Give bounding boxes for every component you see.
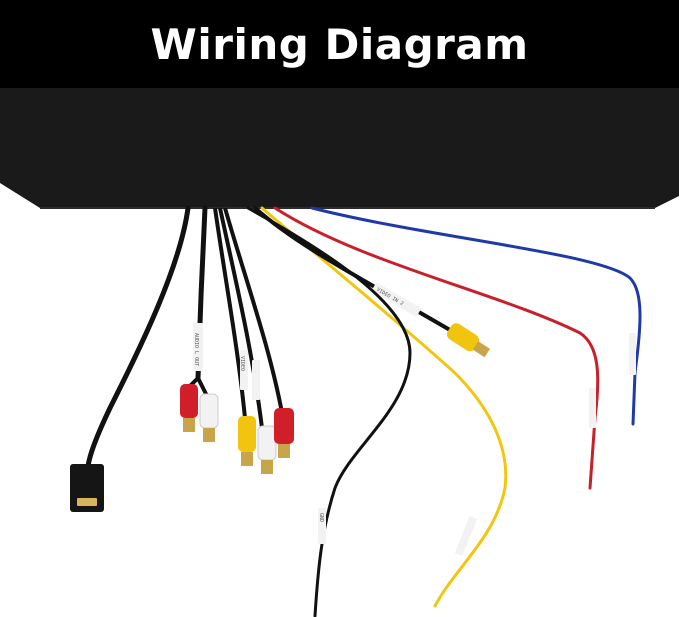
- yellow-rca-connector-video-in-2: [446, 323, 491, 358]
- av-label-1: [240, 350, 248, 390]
- audio-out-label: [193, 323, 203, 371]
- video-in-2-label: VIDEO IN 2: [371, 282, 422, 317]
- gnd-text: GND: [318, 513, 324, 522]
- white-rca-av: [257, 425, 277, 474]
- usb-port: [77, 498, 97, 506]
- white-rca-audio-out: [199, 393, 219, 442]
- av-cable-1: [213, 207, 247, 419]
- audio-l-out-text: AUDIO L OUT: [193, 333, 199, 366]
- gnd-wire-label: [318, 508, 326, 544]
- av-label-2: [252, 360, 260, 400]
- wiring-photo: VIDEO IN 2: [0, 88, 679, 617]
- blue-wire: [310, 206, 642, 426]
- red-wire: [273, 206, 600, 490]
- monitor-housing: [0, 88, 679, 208]
- yellow-wire: [260, 206, 508, 608]
- red-rca-av: [274, 408, 294, 458]
- gnd-wire: [246, 206, 412, 617]
- blue-wire-label: [629, 333, 636, 375]
- red-wire-label: [589, 388, 596, 428]
- yellow-rca-av: [238, 416, 256, 466]
- red-rca-audio-out: [180, 384, 198, 432]
- title-bar: Wiring Diagram: [0, 0, 679, 88]
- page-title: Wiring Diagram: [150, 19, 529, 69]
- video-text: VIDEO: [239, 356, 245, 371]
- av-cable-3: [223, 207, 284, 414]
- usb-cable: [85, 205, 191, 469]
- yellow-wire-label: [455, 516, 477, 556]
